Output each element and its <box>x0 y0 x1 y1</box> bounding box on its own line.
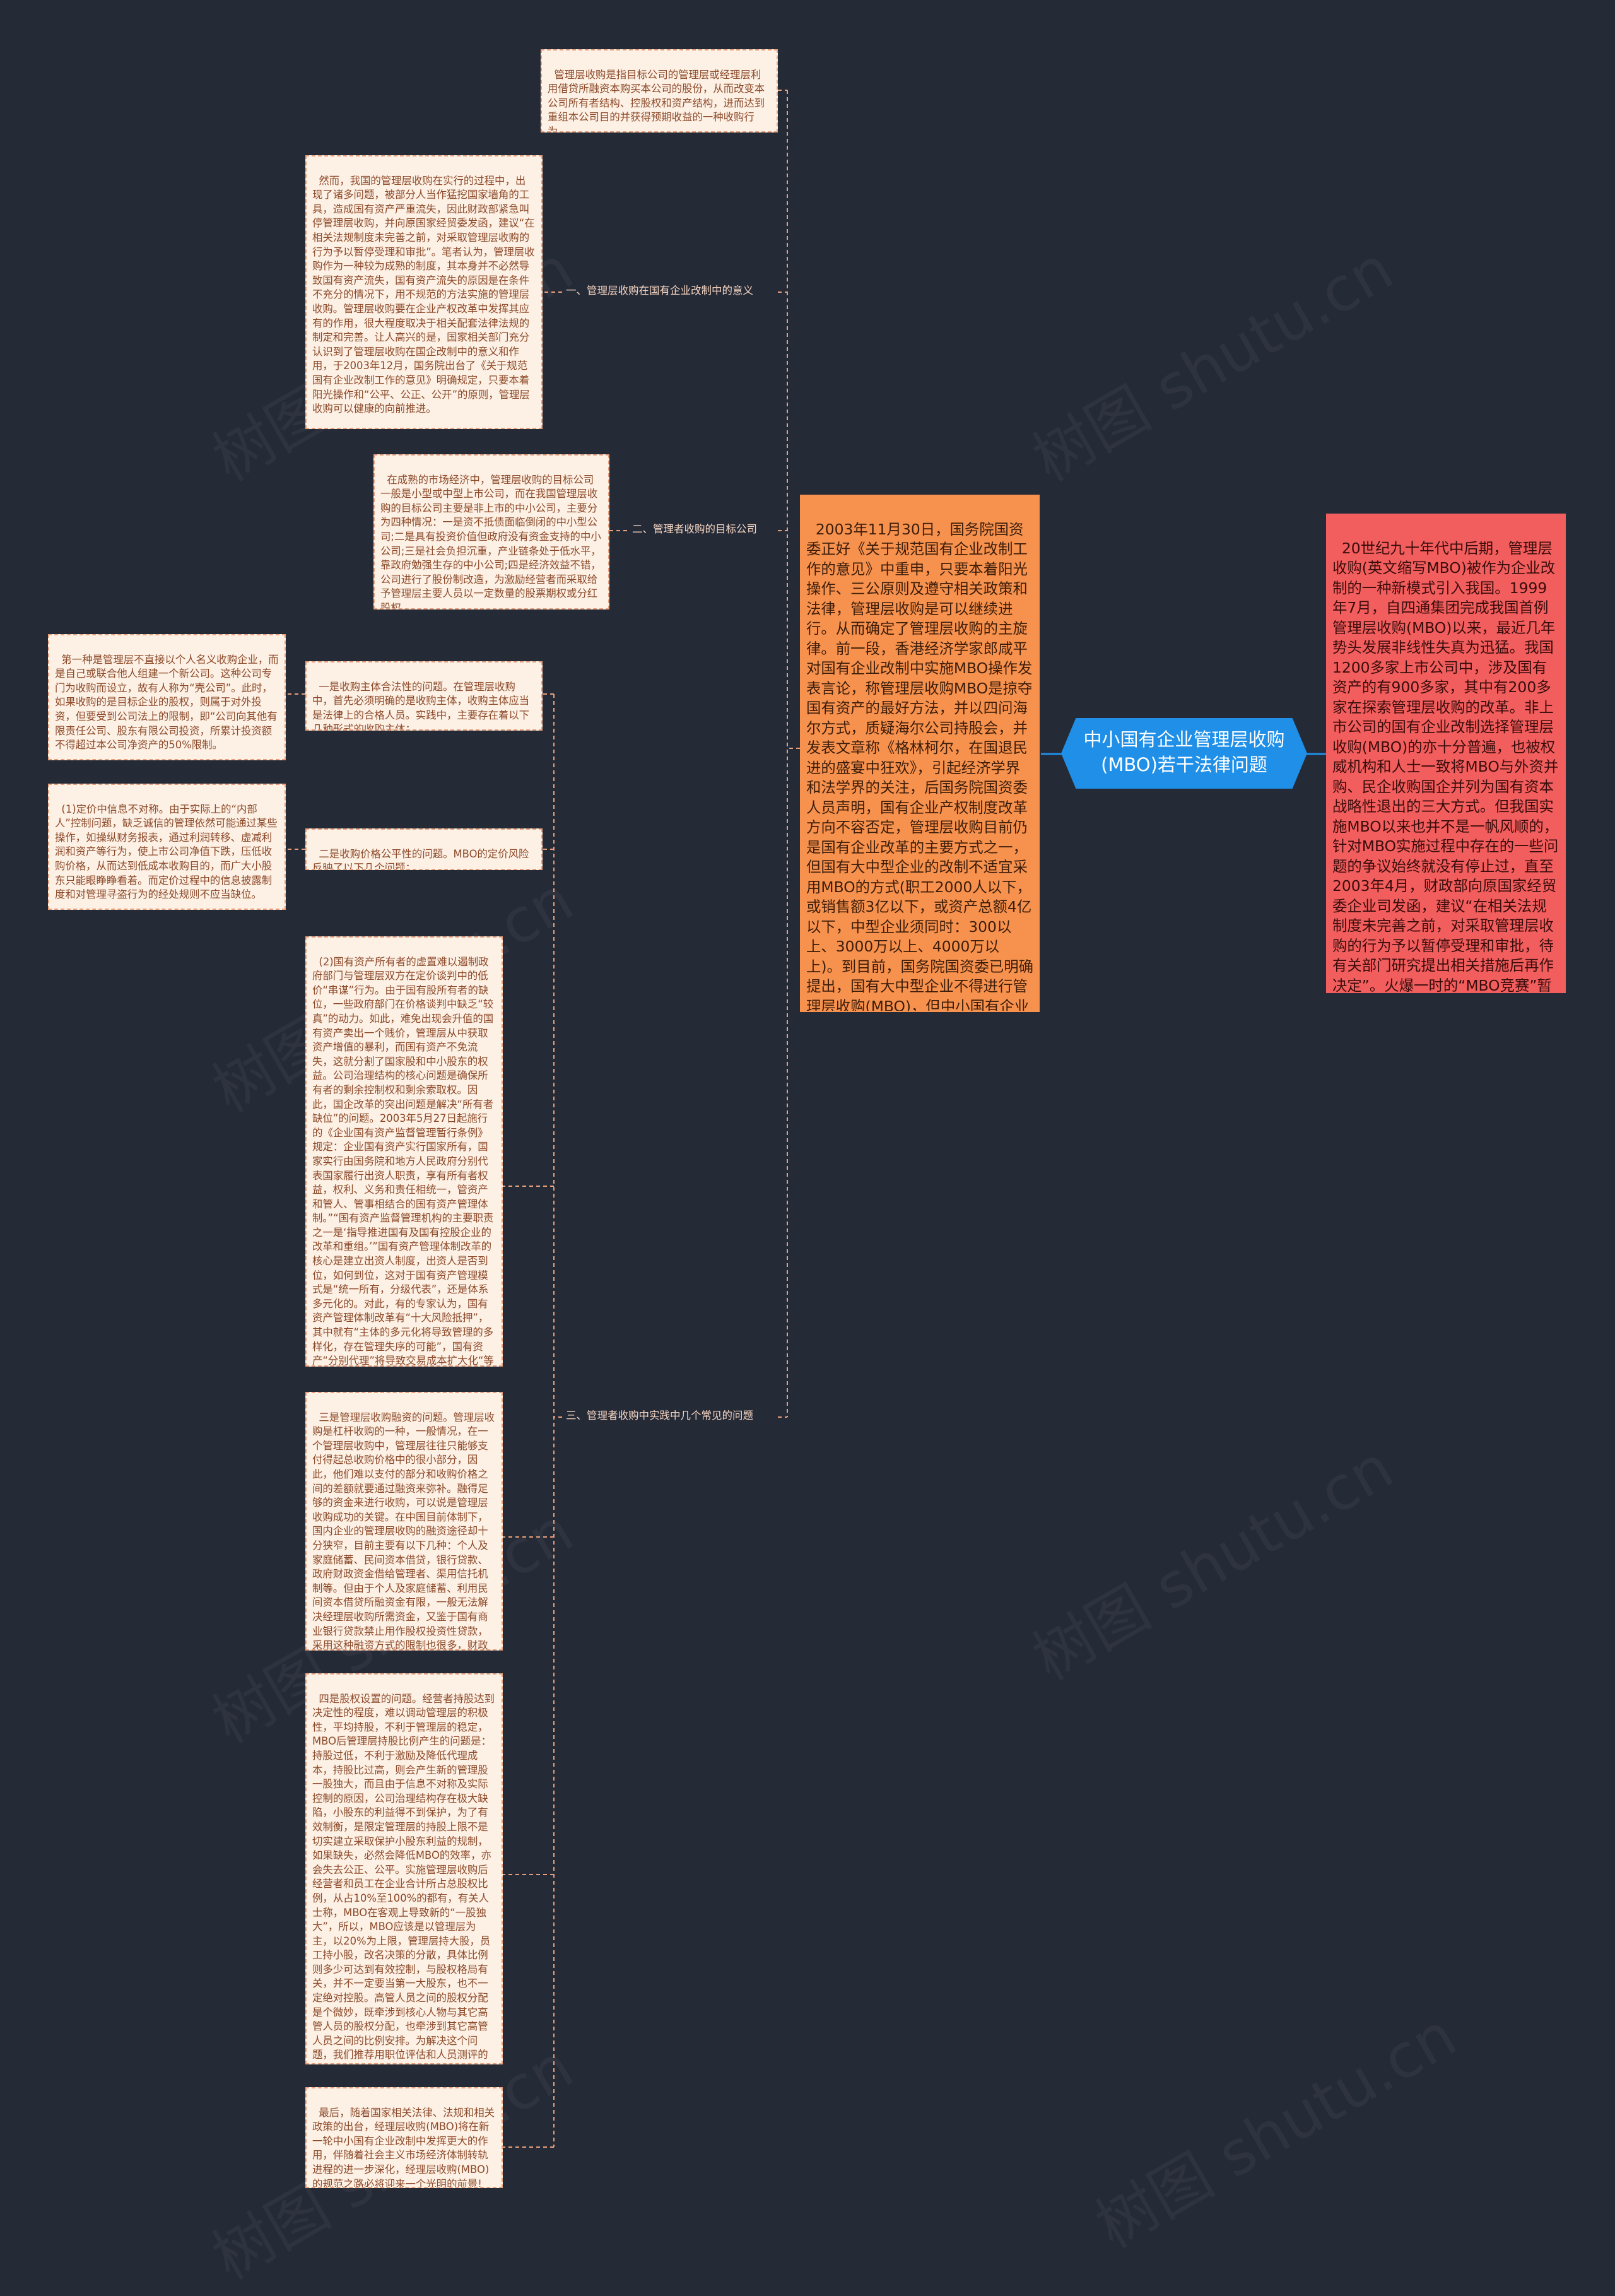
subject-leaf[interactable]: 第一种是管理层不直接以个人名义收购企业，而是自己或联合他人组建一个新公司。这种公… <box>48 634 286 760</box>
subject-leaf-text: 第一种是管理层不直接以个人名义收购企业，而是自己或联合他人组建一个新公司。这种公… <box>55 653 279 751</box>
subject-node-text: 一是收购主体合法性的问题。在管理层收购中，首先必须明确的是收购主体，收购主体应当… <box>312 680 530 731</box>
branch1-leaf-text: 然而，我国的管理层收购在实行的过程中，出现了诸多问题，被部分人当作猛挖国家墙角的… <box>312 174 535 415</box>
left-main-node[interactable]: 2003年11月30日，国务院国资委正好《关于规范国有企业改制工作的意见》中重申… <box>800 495 1040 1012</box>
branch2-label[interactable]: 二、管理者收购的目标公司 <box>632 522 757 536</box>
financing-text: 三是管理层收购融资的问题。管理层收购是杠杆收购的一种，一般情况，在一个管理层收购… <box>312 1411 495 1651</box>
branch1-leaf[interactable]: 然而，我国的管理层收购在实行的过程中，出现了诸多问题，被部分人当作猛挖国家墙角的… <box>305 155 543 429</box>
price-leaf-text: (1)定价中信息不对称。由于实际上的“内部人”控制问题，缺乏诚信的管理依然可能通… <box>55 803 278 901</box>
state-asset-text: (2)国有资产所有者的虚置难以遏制政府部门与管理层双方在定价谈判中的低价“串谋”… <box>312 955 494 1367</box>
definition-leaf[interactable]: 管理层收购是指目标公司的管理层或经理层利用借贷所融资本购买本公司的股份，从而改变… <box>541 49 778 132</box>
left-main-text: 2003年11月30日，国务院国资委正好《关于规范国有企业改制工作的意见》中重申… <box>806 520 1033 1012</box>
branch2-leaf[interactable]: 在成熟的市场经济中，管理层收购的目标公司一般是小型或中型上市公司，而在我国管理层… <box>373 454 609 609</box>
final-text: 最后，随着国家相关法律、法规和相关政策的出台，经理层收购(MBO)将在新一轮中小… <box>312 2106 495 2188</box>
center-topic[interactable]: 中小国有企业管理层收购(MBO)若干法律问题 <box>1061 718 1307 789</box>
branch2-label-text: 二、管理者收购的目标公司 <box>632 523 757 535</box>
final-leaf[interactable]: 最后，随着国家相关法律、法规和相关政策的出台，经理层收购(MBO)将在新一轮中小… <box>305 2087 503 2188</box>
subject-node[interactable]: 一是收购主体合法性的问题。在管理层收购中，首先必须明确的是收购主体，收购主体应当… <box>305 661 543 731</box>
ownership-leaf[interactable]: 四是股权设置的问题。经营者持股达到决定性的程度，难以调动管理层的积极性，平均持股… <box>305 1673 503 2064</box>
price-node[interactable]: 二是收购价格公平性的问题。MBO的定价风险反映了以下几个问题： <box>305 828 543 870</box>
connector-lines <box>286 90 1326 2148</box>
branch3-label[interactable]: 三、管理者收购中实践中几个常见的问题 <box>566 1409 753 1423</box>
ownership-text: 四是股权设置的问题。经营者持股达到决定性的程度，难以调动管理层的积极性，平均持股… <box>312 1692 495 2061</box>
branch3-label-text: 三、管理者收购中实践中几个常见的问题 <box>566 1410 753 1422</box>
branch1-label[interactable]: 一、管理层收购在国有企业改制中的意义 <box>566 284 753 298</box>
state-asset-leaf[interactable]: (2)国有资产所有者的虚置难以遏制政府部门与管理层双方在定价谈判中的低价“串谋”… <box>305 936 503 1367</box>
right-intro-text: 20世纪九十年代中后期，管理层收购(英文缩写MBO)被作为企业改制的一种新模式引… <box>1332 539 1559 993</box>
right-intro-node[interactable]: 20世纪九十年代中后期，管理层收购(英文缩写MBO)被作为企业改制的一种新模式引… <box>1326 514 1566 993</box>
definition-text: 管理层收购是指目标公司的管理层或经理层利用借贷所融资本购买本公司的股份，从而改变… <box>548 68 765 132</box>
price-node-text: 二是收购价格公平性的问题。MBO的定价风险反映了以下几个问题： <box>312 847 529 870</box>
branch2-leaf-text: 在成熟的市场经济中，管理层收购的目标公司一般是小型或中型上市公司，而在我国管理层… <box>380 473 601 609</box>
price-leaf[interactable]: (1)定价中信息不对称。由于实际上的“内部人”控制问题，缺乏诚信的管理依然可能通… <box>48 784 286 910</box>
branch1-label-text: 一、管理层收购在国有企业改制中的意义 <box>566 285 753 297</box>
financing-leaf[interactable]: 三是管理层收购融资的问题。管理层收购是杠杆收购的一种，一般情况，在一个管理层收购… <box>305 1392 503 1651</box>
center-topic-text: 中小国有企业管理层收购(MBO)若干法律问题 <box>1083 729 1285 775</box>
